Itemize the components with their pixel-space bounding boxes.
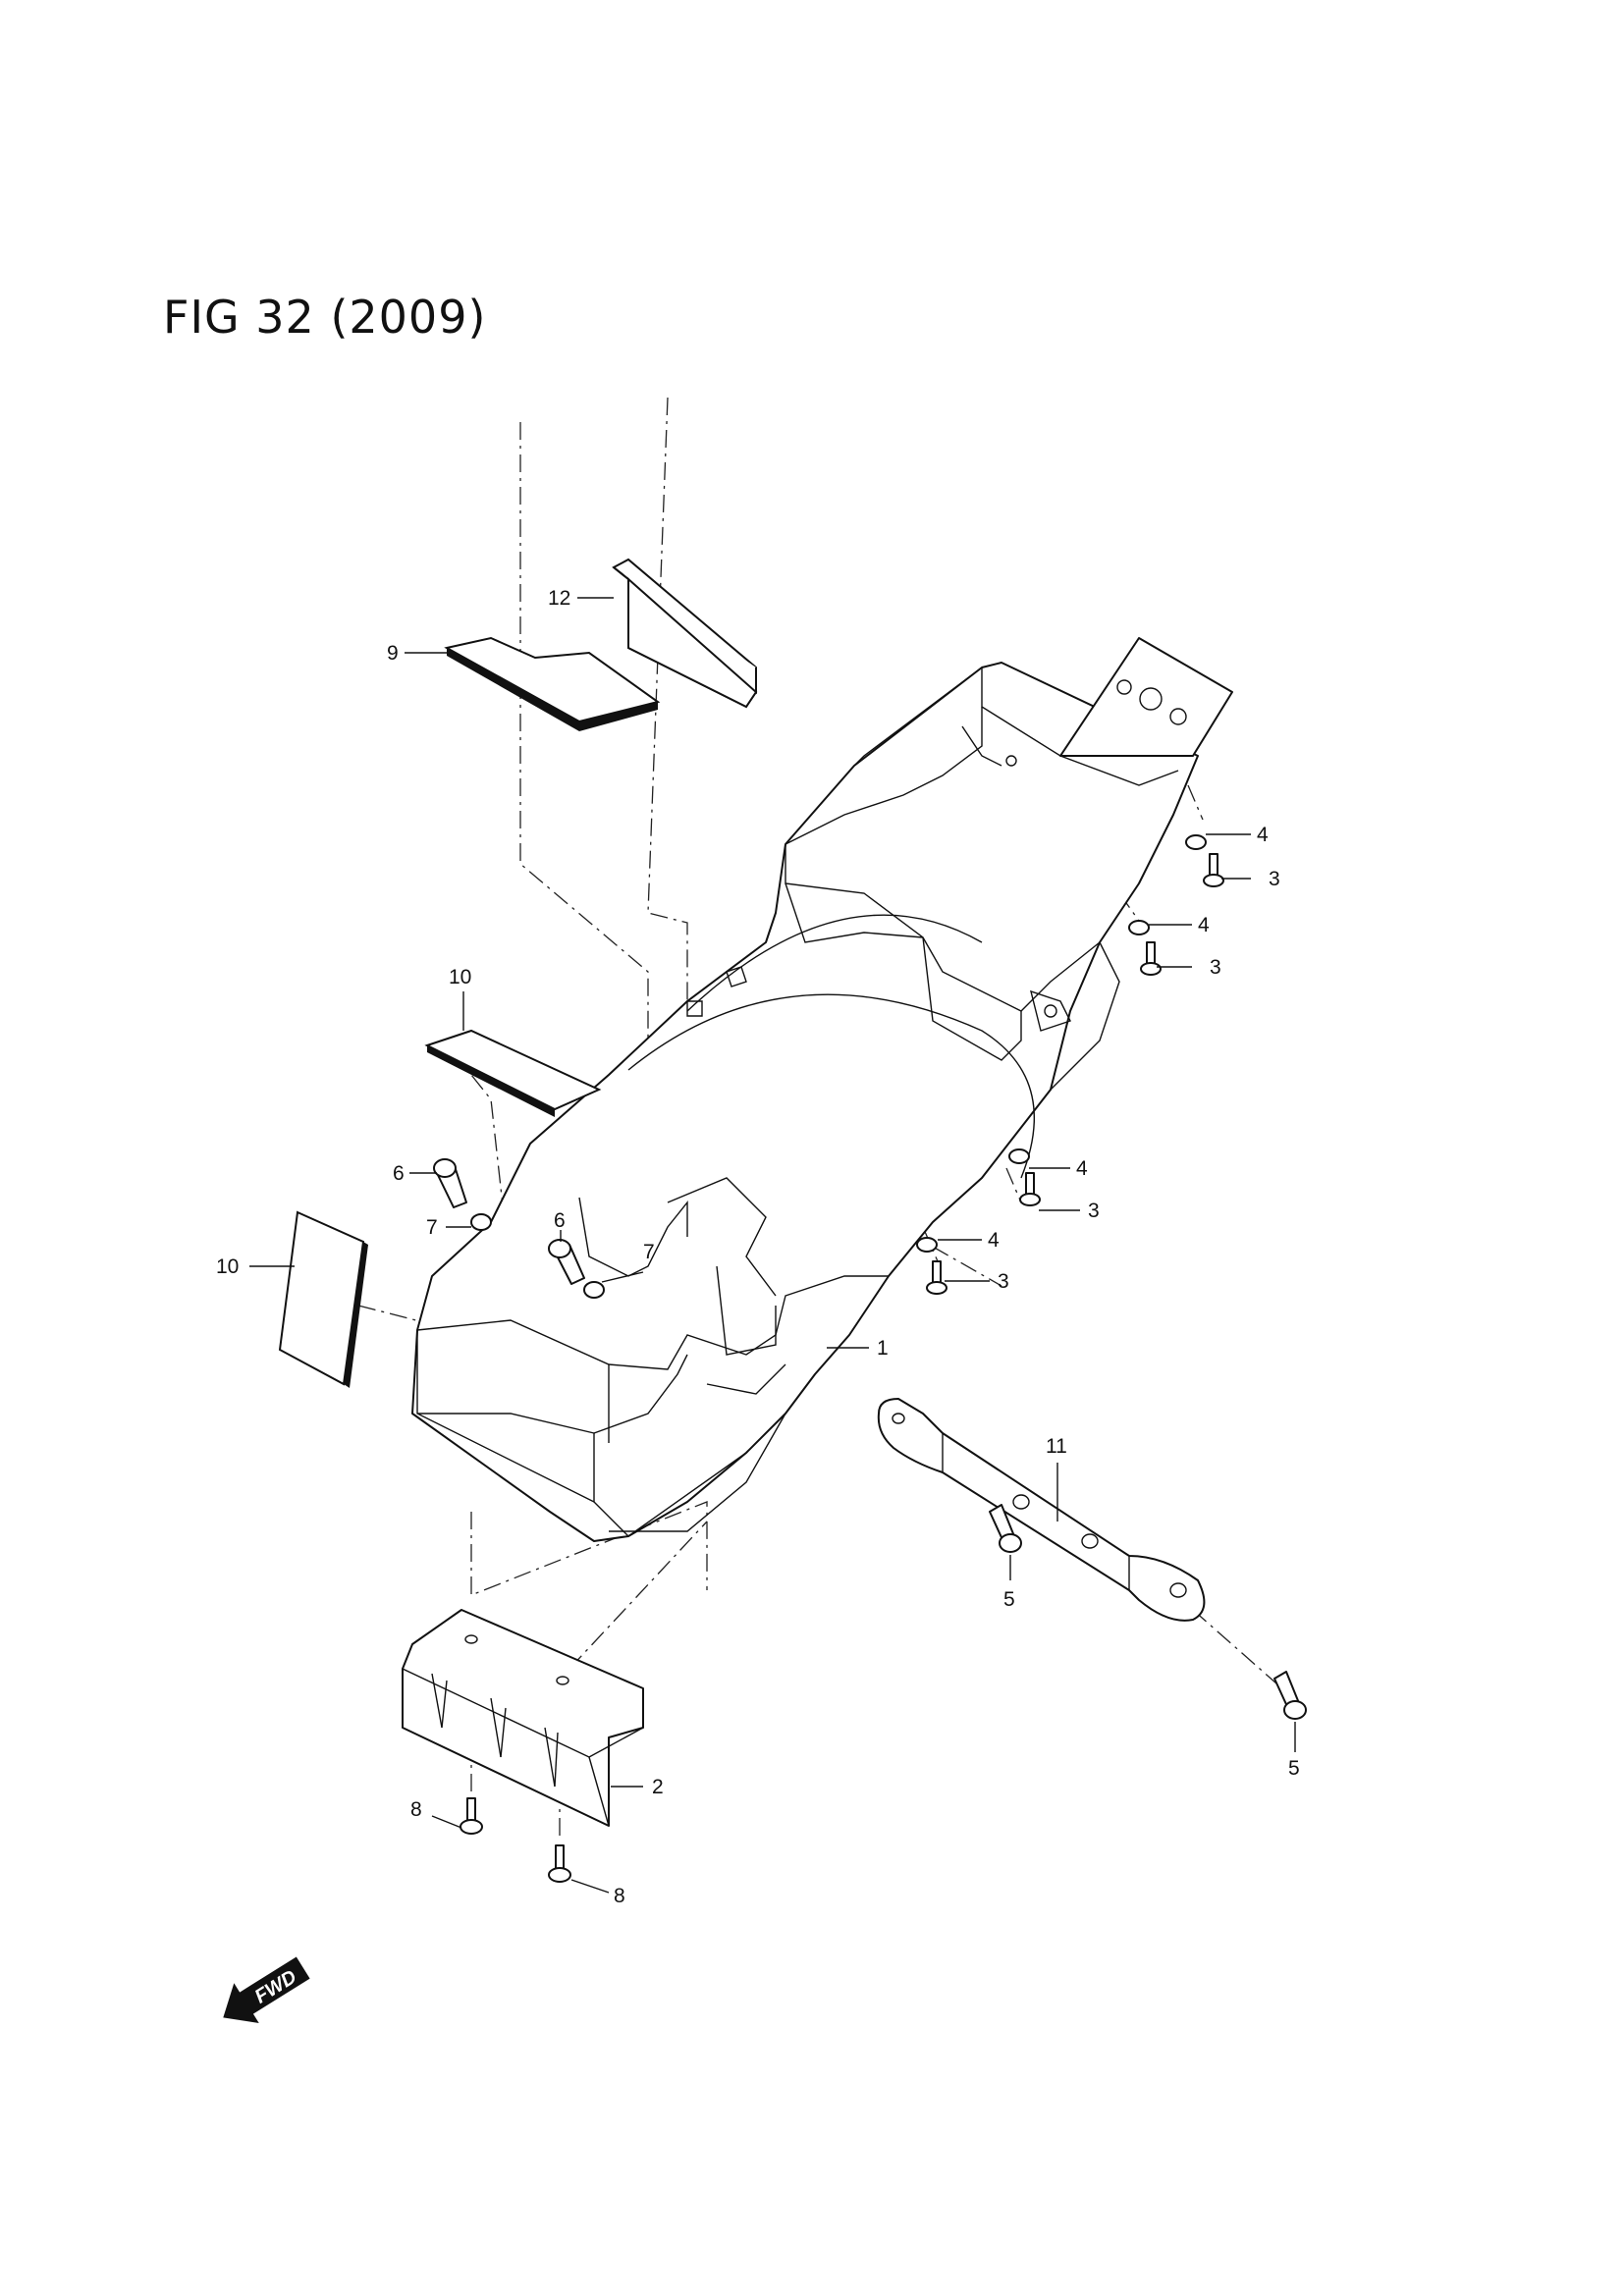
callout-5a: 5: [1003, 1588, 1015, 1611]
callout-3c: 3: [1088, 1200, 1100, 1222]
callout-8a: 8: [410, 1798, 422, 1821]
part-10-pad-side: [278, 1210, 368, 1388]
screw-3a: [1203, 853, 1224, 887]
callout-12: 12: [548, 587, 570, 610]
callout-7a: 7: [426, 1216, 438, 1239]
callout-3d: 3: [998, 1270, 1009, 1293]
washer-7a: [470, 1213, 492, 1231]
callout-1: 1: [877, 1337, 889, 1360]
washer-4b: [1128, 920, 1150, 935]
figure-title: FIG 32 (2009): [163, 291, 487, 344]
screw-8b: [548, 1844, 571, 1883]
screw-8a: [460, 1797, 483, 1835]
callout-4a: 4: [1257, 824, 1269, 846]
screw-3c: [1019, 1172, 1041, 1206]
part-11-bracket-bar: [877, 1398, 1206, 1622]
callout-3a: 3: [1269, 868, 1280, 890]
fwd-arrow-icon: FWD: [223, 1956, 310, 2023]
part-10-pad-upper: [424, 1029, 602, 1117]
callout-11: 11: [1046, 1435, 1067, 1458]
callout-7b: 7: [643, 1241, 655, 1263]
callout-10-side: 10: [216, 1255, 239, 1278]
callout-6a: 6: [393, 1162, 405, 1185]
callout-4d: 4: [988, 1229, 1000, 1252]
part-12-pad: [612, 558, 758, 709]
screw-3d: [926, 1260, 947, 1295]
bolt-6a: [433, 1158, 467, 1208]
washer-7b: [583, 1281, 605, 1299]
callout-10-upper: 10: [449, 966, 471, 988]
callout-8b: 8: [614, 1885, 625, 1907]
washer-4d: [916, 1237, 938, 1253]
washer-4c: [1008, 1148, 1030, 1164]
callout-labels: 12 9 10 10 4 3 4 3 4 3 4 3 6 7 6 7 1 11 …: [216, 587, 1300, 1907]
bolt-6b: [548, 1239, 585, 1285]
callout-4c: 4: [1076, 1157, 1088, 1180]
callout-3b: 3: [1210, 956, 1221, 979]
bolt-5b: [1273, 1671, 1307, 1720]
callout-5b: 5: [1288, 1757, 1300, 1780]
callout-2: 2: [652, 1776, 664, 1798]
part-9-pad: [444, 636, 661, 731]
bolt-5a: [989, 1504, 1022, 1553]
callout-9: 9: [387, 642, 399, 665]
leader-lines: [249, 597, 1296, 1894]
screw-3b: [1140, 941, 1162, 976]
washer-4a: [1185, 834, 1207, 850]
part-2-lower-cover: [402, 1609, 644, 1827]
callout-6b: 6: [554, 1209, 566, 1232]
part-1-rear-fender: [411, 637, 1233, 1542]
fasteners: [433, 834, 1307, 1883]
callout-4b: 4: [1198, 914, 1210, 936]
